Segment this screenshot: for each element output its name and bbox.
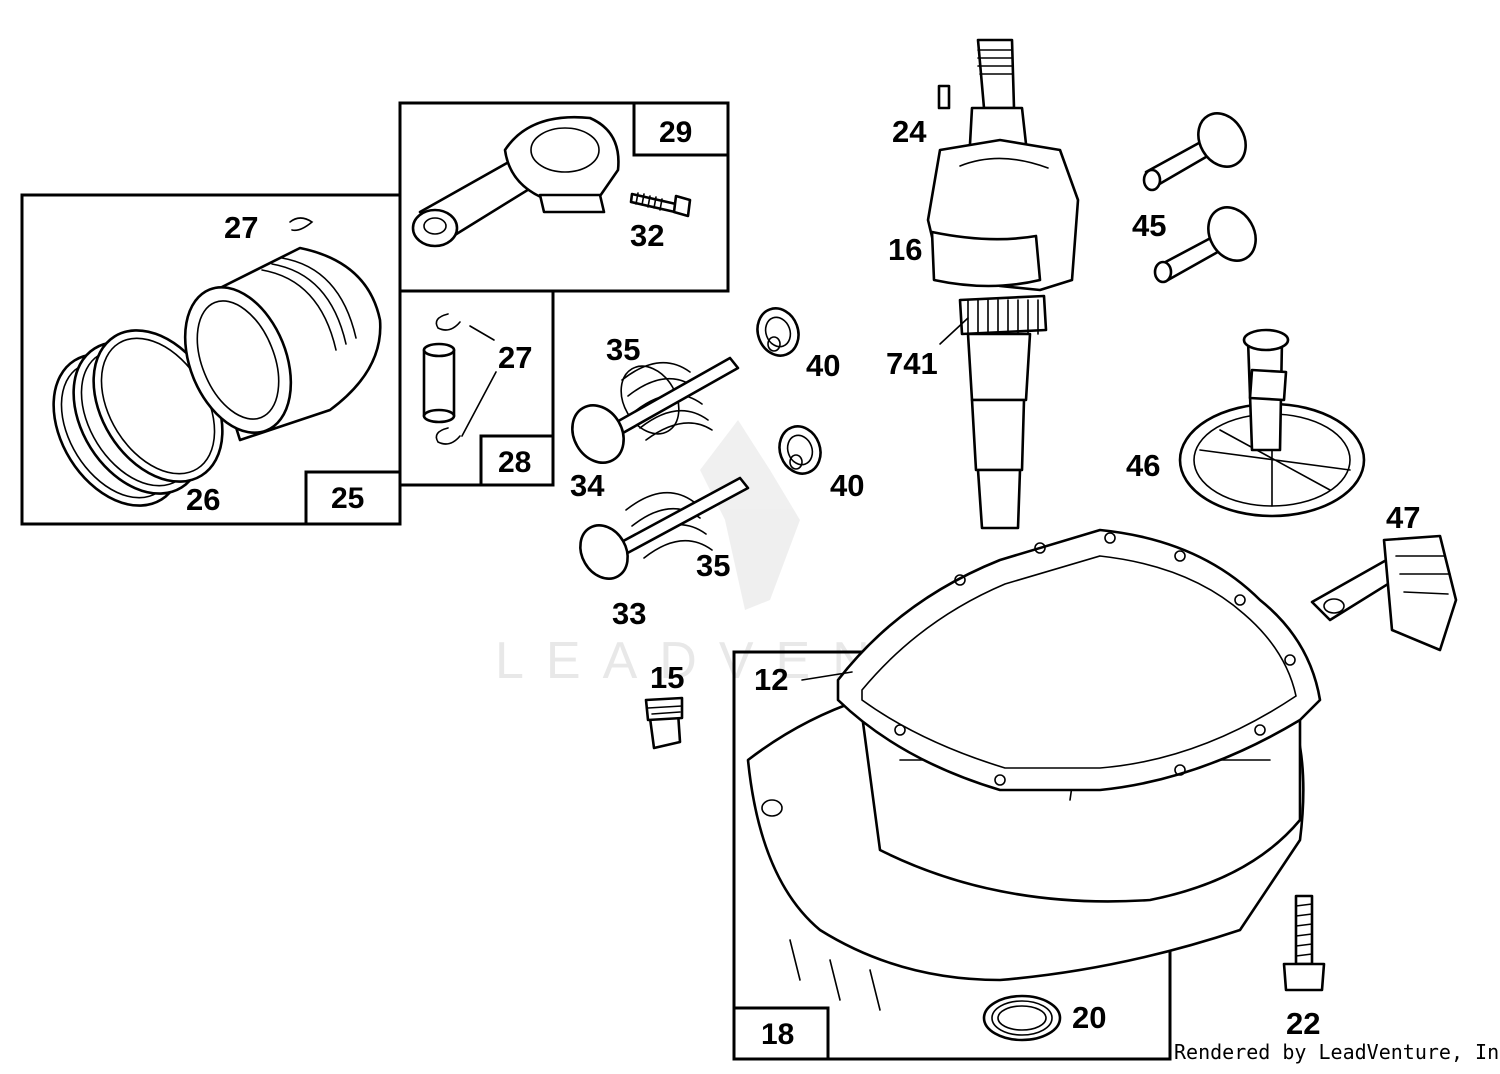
intake-valve-34[interactable]: [562, 356, 740, 472]
callout-24: 24: [892, 114, 927, 149]
callout-741: 741: [886, 346, 938, 381]
callout-16: 16: [888, 232, 922, 267]
leader-27b-upper: [469, 325, 495, 341]
box-18-label-frame: [732, 1006, 830, 1061]
wrist-pin[interactable]: [422, 342, 456, 424]
valve-tappet-upper[interactable]: [1142, 105, 1255, 192]
callout-45: 45: [1132, 208, 1166, 243]
callout-35-upper: 35: [606, 332, 640, 367]
callout-47: 47: [1386, 500, 1420, 535]
callout-40-lower: 40: [830, 468, 864, 503]
box-25-label-frame: [304, 470, 402, 526]
render-credit: Rendered by LeadVenture, Inc.: [1174, 1040, 1500, 1064]
leader-741: [939, 317, 969, 345]
valve-tappet-lower[interactable]: [1153, 199, 1265, 284]
exhaust-valve-33[interactable]: [571, 476, 750, 587]
box-29-label-frame: [632, 101, 730, 157]
callout-28: 28: [498, 446, 531, 479]
connecting-rod[interactable]: [411, 115, 620, 248]
crankshaft[interactable]: [926, 38, 1080, 530]
retaining-ring-top[interactable]: [289, 217, 314, 232]
callout-18: 18: [761, 1018, 794, 1051]
callout-12: 12: [754, 662, 788, 697]
leader-12: [801, 671, 853, 681]
callout-40-upper: 40: [806, 348, 840, 383]
crankshaft-key[interactable]: [937, 84, 951, 110]
oil-drain-plug[interactable]: [644, 696, 684, 750]
callout-27-pin: 27: [498, 340, 532, 375]
governor-assembly[interactable]: [1310, 534, 1458, 652]
box-29-frame: [398, 101, 730, 293]
callout-33: 33: [612, 596, 646, 631]
valve-retainer-upper[interactable]: [751, 303, 805, 362]
callout-27-piston: 27: [224, 210, 258, 245]
pin-retaining-ring-upper[interactable]: [435, 313, 461, 331]
callout-32: 32: [630, 218, 664, 253]
connecting-rod-bolt[interactable]: [629, 192, 692, 218]
callout-26: 26: [186, 482, 220, 517]
box-28-frame: [398, 289, 555, 487]
callout-35-lower: 35: [696, 548, 730, 583]
box-28-label-frame: [479, 434, 555, 487]
oil-seal[interactable]: [982, 994, 1062, 1042]
callout-34: 34: [570, 468, 605, 503]
camshaft-gear[interactable]: [1178, 328, 1366, 518]
pin-retaining-ring-lower[interactable]: [435, 427, 461, 445]
leader-27b-lower: [461, 371, 497, 437]
valve-spring-lower[interactable]: [625, 491, 713, 559]
callout-46: 46: [1126, 448, 1160, 483]
callout-22: 22: [1286, 1006, 1320, 1041]
callout-15: 15: [650, 660, 684, 695]
callout-25: 25: [331, 482, 364, 515]
callout-20: 20: [1072, 1000, 1106, 1035]
sump-screw[interactable]: [1282, 894, 1326, 992]
sump-gasket[interactable]: [836, 528, 1322, 792]
piston[interactable]: [165, 246, 382, 448]
valve-retainer-lower[interactable]: [773, 421, 827, 480]
callout-29: 29: [659, 116, 692, 149]
